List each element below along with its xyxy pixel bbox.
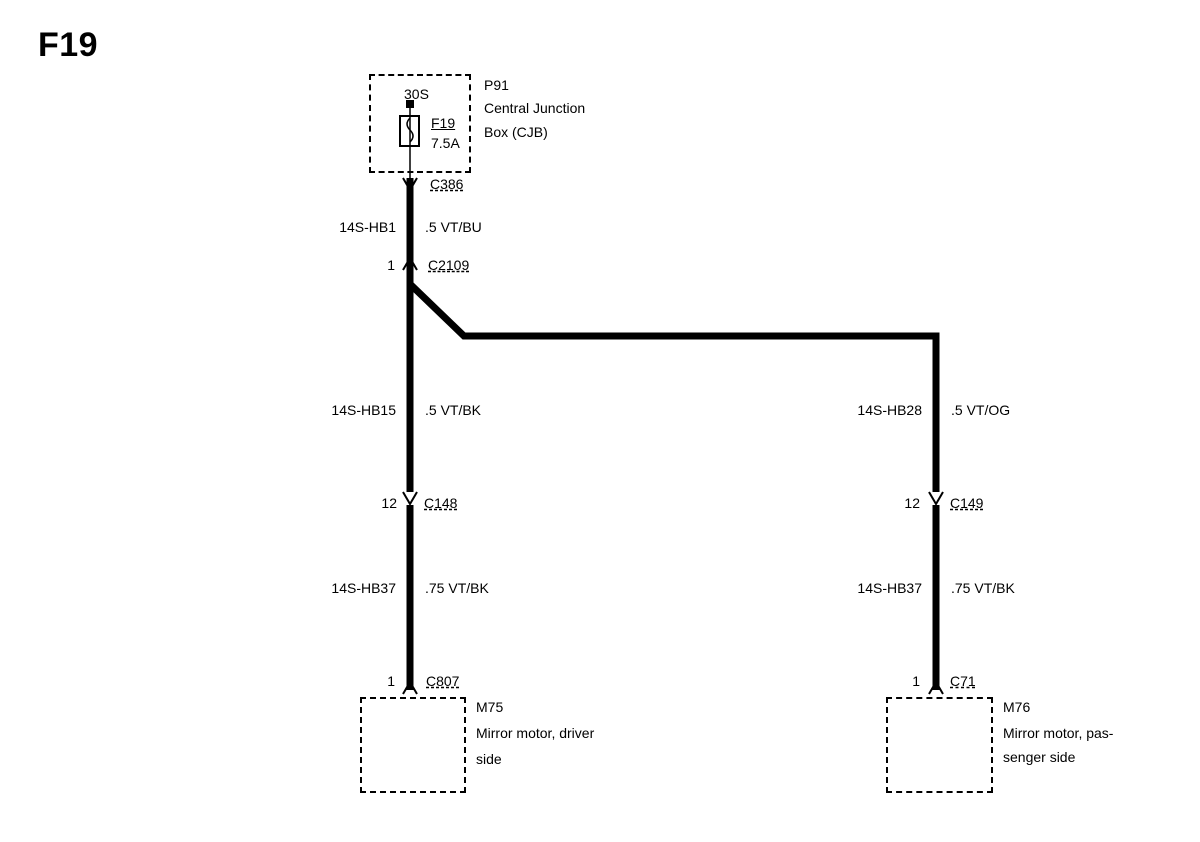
fuse-element xyxy=(406,117,414,143)
cjb-ref: P91 xyxy=(484,77,509,93)
connector-c386: C386 xyxy=(430,176,464,192)
fuse-id: F19 xyxy=(431,115,456,131)
m76-desc-line1: Mirror motor, pas- xyxy=(1003,725,1114,741)
connector-c807: C807 xyxy=(426,673,460,689)
connector-c71: C71 xyxy=(950,673,976,689)
wire-spec-14s-hb37-driver: .75 VT/BK xyxy=(425,580,489,596)
c2109-arrow xyxy=(402,256,418,271)
connector-c148-pin: 12 xyxy=(381,495,397,511)
connector-c2109-pin: 1 xyxy=(387,257,395,273)
m76-desc-line2: senger side xyxy=(1003,749,1076,765)
wire-spec-14s-hb1: .5 VT/BU xyxy=(425,219,482,235)
m75-ref: M75 xyxy=(476,699,504,715)
wire-id-14s-hb15: 14S-HB15 xyxy=(331,402,396,418)
c148-arrow xyxy=(402,491,418,506)
m75-desc-line2: side xyxy=(476,751,502,767)
c149-arrow xyxy=(928,491,944,506)
wire-id-14s-hb1: 14S-HB1 xyxy=(339,219,396,235)
c807-arrow xyxy=(402,680,418,695)
connector-c2109: C2109 xyxy=(428,257,470,273)
wire-id-14s-hb37-driver: 14S-HB37 xyxy=(331,580,396,596)
connector-c807-pin: 1 xyxy=(387,673,395,689)
m76-box xyxy=(886,697,993,793)
wire-spec-14s-hb37-passenger: .75 VT/BK xyxy=(951,580,1015,596)
cjb-name-line2: Box (CJB) xyxy=(484,124,548,140)
m76-ref: M76 xyxy=(1003,699,1031,715)
terminal-30s-dot xyxy=(406,100,414,108)
c71-arrow xyxy=(928,680,944,695)
connector-c149: C149 xyxy=(950,495,984,511)
c386-arrow xyxy=(402,177,418,192)
diagram-title: F19 xyxy=(38,26,99,64)
connector-c71-pin: 1 xyxy=(912,673,920,689)
cjb-box xyxy=(369,74,471,173)
wire-14s-hb28 xyxy=(406,268,940,492)
fuse-rating: 7.5A xyxy=(431,135,460,151)
wire-id-14s-hb37-passenger: 14S-HB37 xyxy=(857,580,922,596)
wire-spec-14s-hb15: .5 VT/BK xyxy=(425,402,482,418)
wire-spec-14s-hb28: .5 VT/OG xyxy=(951,402,1011,418)
terminal-30s-label: 30S xyxy=(404,86,429,102)
cjb-name-line1: Central Junction xyxy=(484,100,586,116)
m75-desc-line1: Mirror motor, driver xyxy=(476,725,595,741)
m75-box xyxy=(360,697,466,793)
wire-id-14s-hb28: 14S-HB28 xyxy=(857,402,922,418)
fuse-symbol xyxy=(399,115,420,147)
connector-c149-pin: 12 xyxy=(904,495,920,511)
connector-c148: C148 xyxy=(424,495,458,511)
